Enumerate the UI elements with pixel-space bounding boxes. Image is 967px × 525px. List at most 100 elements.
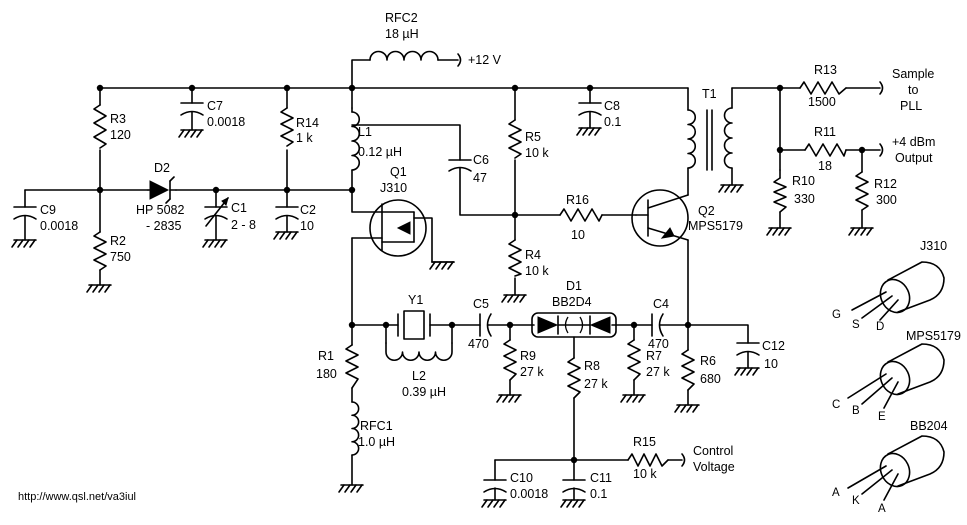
r5-value: 10 k bbox=[525, 146, 549, 160]
r1-ref: R1 bbox=[318, 349, 334, 363]
c6-ref: C6 bbox=[473, 153, 489, 167]
sample-line2: to bbox=[908, 83, 918, 97]
control-line1: Control bbox=[693, 444, 733, 458]
pinout-bb204-package bbox=[847, 435, 945, 501]
c2-ref: C2 bbox=[300, 203, 316, 217]
r2-value: 750 bbox=[110, 250, 131, 264]
r1-symbol bbox=[345, 344, 359, 389]
r4-value: 10 k bbox=[525, 264, 549, 278]
pinout-bb204-pin-a1: A bbox=[832, 487, 840, 499]
control-line2: Voltage bbox=[693, 460, 735, 474]
diodes bbox=[147, 176, 617, 338]
c9-value: 0.0018 bbox=[40, 219, 78, 233]
c4-ref: C4 bbox=[653, 297, 669, 311]
c7-value: 0.0018 bbox=[207, 115, 245, 129]
r1-value: 180 bbox=[316, 367, 337, 381]
wires bbox=[24, 59, 881, 501]
r15-symbol bbox=[627, 453, 669, 467]
r5-symbol bbox=[508, 119, 522, 159]
r2-symbol bbox=[93, 231, 107, 271]
pinout-mps5179-pin-b: B bbox=[852, 405, 860, 417]
r7-ref: R7 bbox=[646, 349, 662, 363]
r3-value: 120 bbox=[110, 128, 131, 142]
r7-value: 27 k bbox=[646, 365, 670, 379]
r10-ref: R10 bbox=[792, 174, 815, 188]
r6-value: 680 bbox=[700, 372, 721, 386]
r10-value: 330 bbox=[794, 192, 815, 206]
pinout-mps5179-package bbox=[847, 343, 945, 409]
r15-value: 10 k bbox=[633, 467, 657, 481]
r9-ref: R9 bbox=[520, 349, 536, 363]
c1-ref: C1 bbox=[231, 201, 247, 215]
d2-value1: HP 5082 bbox=[136, 203, 184, 217]
d2-ref: D2 bbox=[154, 161, 170, 175]
crystal-y1 bbox=[397, 310, 431, 340]
y1-ref: Y1 bbox=[408, 293, 423, 307]
pinout-bb204-name: BB204 bbox=[910, 419, 948, 433]
t1-ref: T1 bbox=[702, 87, 717, 101]
capacitors bbox=[13, 102, 760, 493]
rfc2-value: 18 µH bbox=[385, 27, 419, 41]
inductors bbox=[351, 50, 733, 456]
pinout-j310-package bbox=[851, 261, 945, 321]
terminals bbox=[457, 53, 884, 467]
r16-ref: R16 bbox=[566, 193, 589, 207]
rfc1-symbol bbox=[351, 401, 360, 456]
r8-symbol bbox=[567, 357, 581, 399]
r7-symbol bbox=[627, 339, 641, 381]
r3-symbol bbox=[93, 104, 107, 149]
rfc2-ref: RFC2 bbox=[385, 11, 418, 25]
q2-value: MPS5179 bbox=[688, 219, 743, 233]
r15-ref: R15 bbox=[633, 435, 656, 449]
d1-ref: D1 bbox=[566, 279, 582, 293]
r6-symbol bbox=[681, 349, 695, 391]
grounds bbox=[11, 127, 874, 508]
r12-value: 300 bbox=[876, 193, 897, 207]
c12-value: 10 bbox=[764, 357, 778, 371]
r8-ref: R8 bbox=[584, 359, 600, 373]
r11-symbol bbox=[804, 143, 847, 157]
pinout-j310-pin-d: D bbox=[876, 321, 884, 333]
l1-symbol bbox=[351, 111, 360, 171]
r13-symbol bbox=[799, 81, 847, 95]
c4-value: 470 bbox=[648, 337, 669, 351]
junction-dots bbox=[96, 84, 866, 464]
supply-label: +12 V bbox=[468, 53, 502, 67]
output-line1: +4 dBm bbox=[892, 135, 935, 149]
c12-ref: C12 bbox=[762, 339, 785, 353]
l1-value: 0.12 µH bbox=[358, 145, 402, 159]
transistor-q2 bbox=[631, 189, 689, 247]
l2-symbol bbox=[385, 342, 453, 361]
r9-symbol bbox=[503, 339, 517, 381]
sample-line3: PLL bbox=[900, 99, 922, 113]
pinout-mps5179-name: MPS5179 bbox=[906, 329, 961, 343]
pinout-bb204-pin-k: K bbox=[852, 495, 860, 507]
r12-ref: R12 bbox=[874, 177, 897, 191]
t1-primary-symbol bbox=[687, 109, 696, 169]
r11-ref: R11 bbox=[814, 125, 836, 139]
c2-value: 10 bbox=[300, 219, 314, 233]
q1-ref: Q1 bbox=[390, 165, 407, 179]
pinout-j310-pin-g: G bbox=[832, 309, 841, 321]
r12-symbol bbox=[855, 171, 869, 211]
c1-value: 2 - 8 bbox=[231, 218, 256, 232]
r14-ref: R14 bbox=[296, 116, 319, 130]
d2-value2: - 2835 bbox=[146, 219, 181, 233]
c8-value: 0.1 bbox=[604, 115, 621, 129]
r6-ref: R6 bbox=[700, 354, 716, 368]
r13-ref: R13 bbox=[814, 63, 837, 77]
r3-ref: R3 bbox=[110, 112, 126, 126]
d1-symbol bbox=[531, 312, 617, 338]
r8-value: 27 k bbox=[584, 377, 608, 391]
q1-value: J310 bbox=[380, 181, 407, 195]
pinout-mps5179-pin-c: C bbox=[832, 399, 840, 411]
r5-ref: R5 bbox=[525, 130, 541, 144]
pinout-mps5179-pin-e: E bbox=[878, 411, 886, 423]
c5-ref: C5 bbox=[473, 297, 489, 311]
rfc1-ref: RFC1 bbox=[360, 419, 393, 433]
l2-value: 0.39 µH bbox=[402, 385, 446, 399]
rfc1-value: 1.0 µH bbox=[358, 435, 395, 449]
c8-ref: C8 bbox=[604, 99, 620, 113]
r11-value: 18 bbox=[818, 159, 832, 173]
